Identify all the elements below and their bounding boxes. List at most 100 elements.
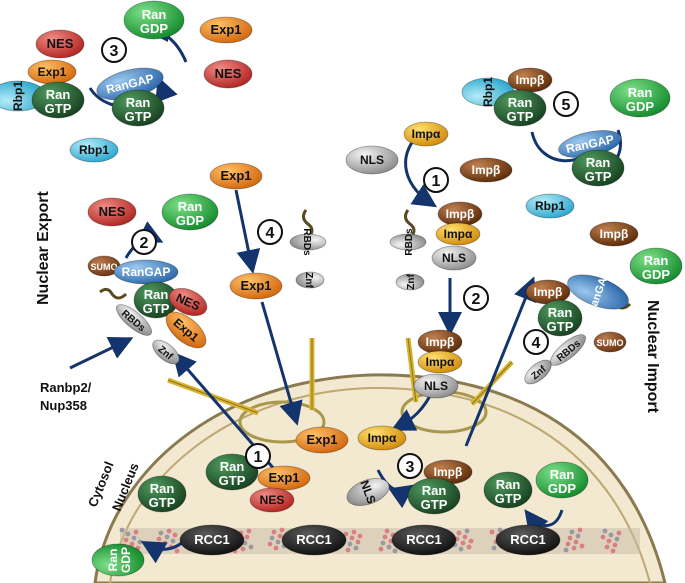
step-marker-3-0: 3 [101, 37, 127, 63]
ran-gtp-export3-b-label: Ran [126, 95, 151, 110]
step-marker-2-5: 2 [463, 285, 489, 311]
ran-gtp-export2-label-2: GTP [143, 301, 170, 316]
nls-import1-label: NLS [442, 251, 466, 265]
rcc1-b: RCC1 [281, 524, 347, 556]
nes-free-top-label: NES [215, 66, 242, 81]
arrow-ranbp2-pointer [69, 337, 134, 370]
rbp1-export3-label: Rbp1 [11, 81, 25, 111]
rangap-import5: RanGAP [558, 130, 622, 158]
arrow-exp1-into-nucleus [260, 301, 303, 426]
impa-cyto-label: Impα [412, 127, 441, 141]
ran-gdp-right-label: Ran [644, 253, 669, 268]
nes-nuc1: NES [249, 487, 295, 513]
ran-gdp-nuc-right-label: Ran [550, 467, 575, 482]
impb-import5: Impβ [507, 67, 553, 93]
ran-gdp-export2-label-2: GDP [176, 213, 205, 228]
impa-import1: Impα [435, 222, 481, 246]
step-number: 2 [472, 291, 481, 308]
sumo-right: SUMO [593, 331, 627, 353]
nls-pore: NLS [413, 373, 459, 399]
nes-export3: NES [35, 29, 85, 59]
step-number: 4 [266, 225, 275, 242]
rcc1-c-label: RCC1 [406, 532, 441, 547]
ran-gtp-import5-a-label: Ran [508, 95, 533, 110]
step-number: 1 [254, 449, 263, 466]
ran-gdp-export3-label-2: GDP [140, 21, 169, 36]
step-marker-3-6: 3 [397, 453, 423, 479]
ran-gdp-export3-label: Ran [142, 7, 167, 22]
impb-free-label: Impβ [472, 163, 501, 177]
arrow-import-up [464, 276, 537, 447]
exp1-pore-label: Exp1 [306, 432, 337, 447]
exp1-step4-mid-label: Exp1 [240, 278, 271, 293]
ran-gdp-import5-label: Ran [628, 85, 653, 100]
label-ranbp2-line1: Ranbp2/ [40, 380, 92, 395]
sumo-right-label: SUMO [597, 338, 624, 348]
step-number: 2 [140, 235, 149, 252]
ran-gdp-nuc-right-label-2: GDP [548, 481, 577, 496]
step-number: 3 [406, 459, 415, 476]
impb-import1-label: Impβ [446, 207, 475, 221]
rcc1-c: RCC1 [391, 524, 457, 556]
rangap-right: RanGAP [567, 269, 629, 315]
znf-left-pore-label: Znf [303, 272, 314, 288]
exp1-export3-label: Exp1 [38, 65, 67, 79]
exp1-step4-top-label: Exp1 [220, 168, 251, 183]
rbp1-free-right: Rbp1 [525, 193, 575, 219]
exp1-top-label: Exp1 [210, 22, 241, 37]
label-nuclear-export: Nuclear Export [35, 191, 52, 305]
exp1-step4-mid: Exp1 [229, 272, 283, 300]
step-number: 3 [110, 43, 119, 60]
exp1-top: Exp1 [199, 16, 253, 44]
rcc1-d: RCC1 [495, 524, 561, 556]
exp1-step4-top: Exp1 [209, 162, 263, 190]
ran-gtp-export3-a-label: Ran [46, 87, 71, 102]
impb-right-complex-label: Impβ [534, 285, 563, 299]
impb-import1: Impβ [437, 201, 483, 227]
ran-gtp-export3-a-label-2: GTP [45, 101, 72, 116]
ran-gdp-bottom-left-label-2: GDP [119, 547, 133, 573]
exp1-nuc1: Exp1 [257, 465, 311, 491]
step-marker-4-7: 4 [523, 329, 549, 355]
arrow-exp1-down [234, 189, 261, 274]
rbp1-free-left: Rbp1 [69, 137, 119, 163]
nls-import1: NLS [431, 245, 477, 271]
ran-gtp-nuc-right-label-2: GTP [495, 491, 522, 506]
nes-free-top: NES [203, 59, 253, 89]
ran-gtp-nuc1-label-2: GTP [219, 473, 246, 488]
exp1-pore: Exp1 [295, 426, 349, 454]
znf-export2: Znf [152, 339, 180, 365]
rcc1-a: RCC1 [179, 524, 245, 556]
impb-pore: Impβ [417, 329, 463, 355]
ran-gdp-import5-label-2: GDP [626, 99, 655, 114]
impa-import1-label: Impα [444, 227, 473, 241]
impa-pore-label: Impα [426, 355, 455, 369]
ran-gtp-export2-label: Ran [144, 287, 169, 302]
step-number: 5 [562, 97, 571, 114]
nls-cyto: NLS [345, 145, 399, 175]
nes-export3-label: NES [47, 36, 74, 51]
nls-cyto-label: NLS [360, 153, 384, 167]
sumo-export2-label: SUMO [91, 262, 118, 272]
step-marker-5-8: 5 [553, 91, 579, 117]
ran-gtp-export3-b-label-2: GTP [125, 109, 152, 124]
rbds-right-complex: RBDs [549, 334, 587, 366]
arrow-import3-down [376, 469, 415, 509]
znf-right-complex: Znf [524, 359, 552, 385]
ran-gtp-nuc-left-label-2: GTP [149, 495, 176, 510]
impb-right-complex: Impβ [525, 279, 571, 305]
ran-gtp-right-label-2: GTP [547, 319, 574, 334]
